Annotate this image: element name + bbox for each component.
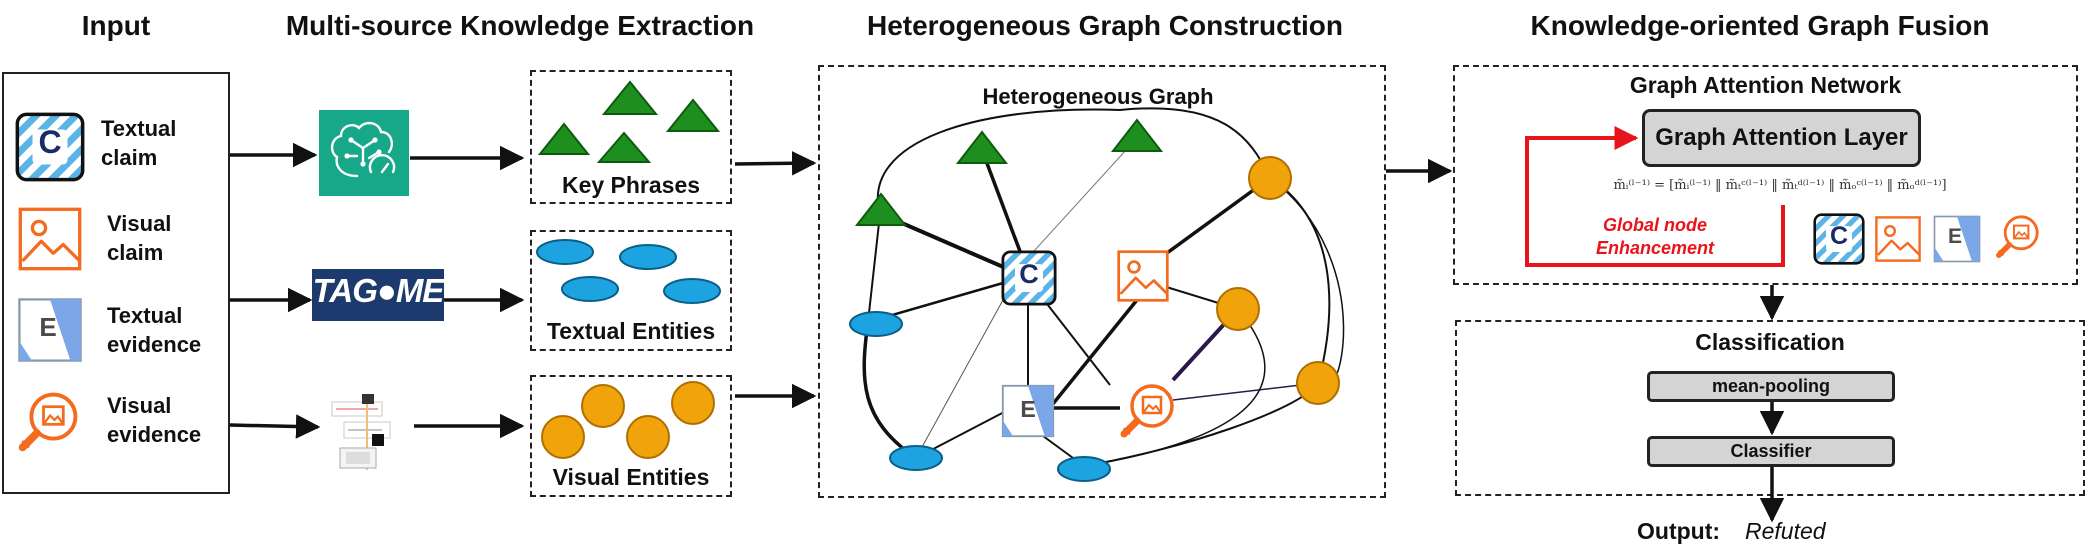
visual-entities-label: Visual Entities bbox=[552, 464, 710, 490]
textual-claim-label: Textual claim bbox=[101, 116, 177, 170]
textual-evidence-label: Textual evidence bbox=[107, 303, 202, 357]
arrow-visual-to-tool bbox=[229, 414, 321, 439]
gat-title: Graph Attention Network bbox=[1629, 72, 1902, 98]
graph-node-ellipse bbox=[889, 445, 943, 471]
gat-box bbox=[1453, 65, 2078, 285]
stage-title-input: Input bbox=[81, 10, 151, 41]
heterogeneous-graph-title: Heterogeneous Graph bbox=[982, 84, 1214, 109]
output-value: Refuted bbox=[1745, 518, 1826, 544]
tagme-logo-text: TAG●ME bbox=[312, 272, 445, 309]
visual-entities-box bbox=[530, 375, 732, 497]
gat-formula: m̃ᵢ⁽ˡ⁻¹⁾ = [m̃ᵢ⁽ˡ⁻¹⁾ ‖ m̃ₜᶜ⁽ˡ⁻¹⁾ ‖ m̃ₜᵈ⁽… bbox=[1613, 178, 1947, 193]
key-phrase-triangle bbox=[665, 98, 721, 132]
stage-title-extraction: Multi-source Knowledge Extraction bbox=[285, 10, 755, 41]
key-phrase-triangle bbox=[537, 122, 591, 155]
graph-node-circle bbox=[1296, 361, 1340, 405]
classification-box bbox=[1455, 320, 2085, 496]
heterogeneous-graph-box bbox=[818, 65, 1386, 498]
tagme-logo bbox=[312, 269, 444, 321]
textual-entities-label: Textual Entities bbox=[546, 318, 716, 344]
output-label: Output: bbox=[1637, 518, 1721, 544]
graph-node-triangle bbox=[854, 192, 908, 226]
arrow-phrases-to-graph bbox=[734, 151, 817, 176]
visual-entity-circle bbox=[541, 415, 585, 459]
textual-evidence-letter: E bbox=[39, 312, 57, 342]
textual-claim-letter: C bbox=[38, 124, 62, 160]
graph-node-ellipse bbox=[1057, 456, 1111, 482]
gat-evidence-letter: E bbox=[1947, 225, 1962, 248]
graph-node-circle bbox=[1248, 156, 1292, 200]
graph-node-circle bbox=[1216, 287, 1260, 331]
textual-entity-ellipse bbox=[536, 239, 594, 265]
key-phrases-box bbox=[530, 70, 732, 204]
visual-claim-label: Visual claim bbox=[107, 211, 172, 265]
brain-circuit-icon bbox=[319, 110, 409, 196]
key-phrase-triangle bbox=[596, 131, 652, 163]
gat-claim-letter: C bbox=[1829, 222, 1849, 250]
graph-node-ellipse bbox=[849, 311, 903, 337]
graph-claim-letter: C bbox=[1019, 259, 1039, 289]
stage-title-fusion: Knowledge-oriented Graph Fusion bbox=[1530, 10, 1990, 41]
visual-entity-circle bbox=[581, 384, 625, 428]
visual-entity-circle bbox=[626, 415, 670, 459]
graph-node-triangle bbox=[1110, 118, 1164, 152]
key-phrase-triangle bbox=[601, 80, 659, 115]
textual-entity-ellipse bbox=[663, 278, 721, 304]
gat-layer-box: Graph Attention Layer bbox=[1642, 109, 1921, 167]
textual-entity-ellipse bbox=[619, 244, 677, 270]
detection-pipeline-icon bbox=[331, 394, 391, 470]
key-phrases-label: Key Phrases bbox=[561, 172, 701, 198]
mean-pooling-box: mean-pooling bbox=[1647, 371, 1895, 402]
textual-entities-box bbox=[530, 230, 732, 351]
stage-title-construction: Heterogeneous Graph Construction bbox=[866, 10, 1344, 41]
visual-evidence-label: Visual evidence bbox=[107, 393, 202, 447]
visual-entity-circle bbox=[671, 381, 715, 425]
classification-title: Classification bbox=[1695, 329, 1845, 355]
textual-entity-ellipse bbox=[561, 276, 619, 302]
graph-evidence-letter: E bbox=[1020, 396, 1036, 422]
classifier-box: Classifier bbox=[1647, 436, 1895, 467]
graph-node-triangle bbox=[955, 130, 1009, 164]
global-node-enhancement-label: Global node Enhancement bbox=[1595, 215, 1715, 258]
input-panel bbox=[2, 72, 230, 494]
